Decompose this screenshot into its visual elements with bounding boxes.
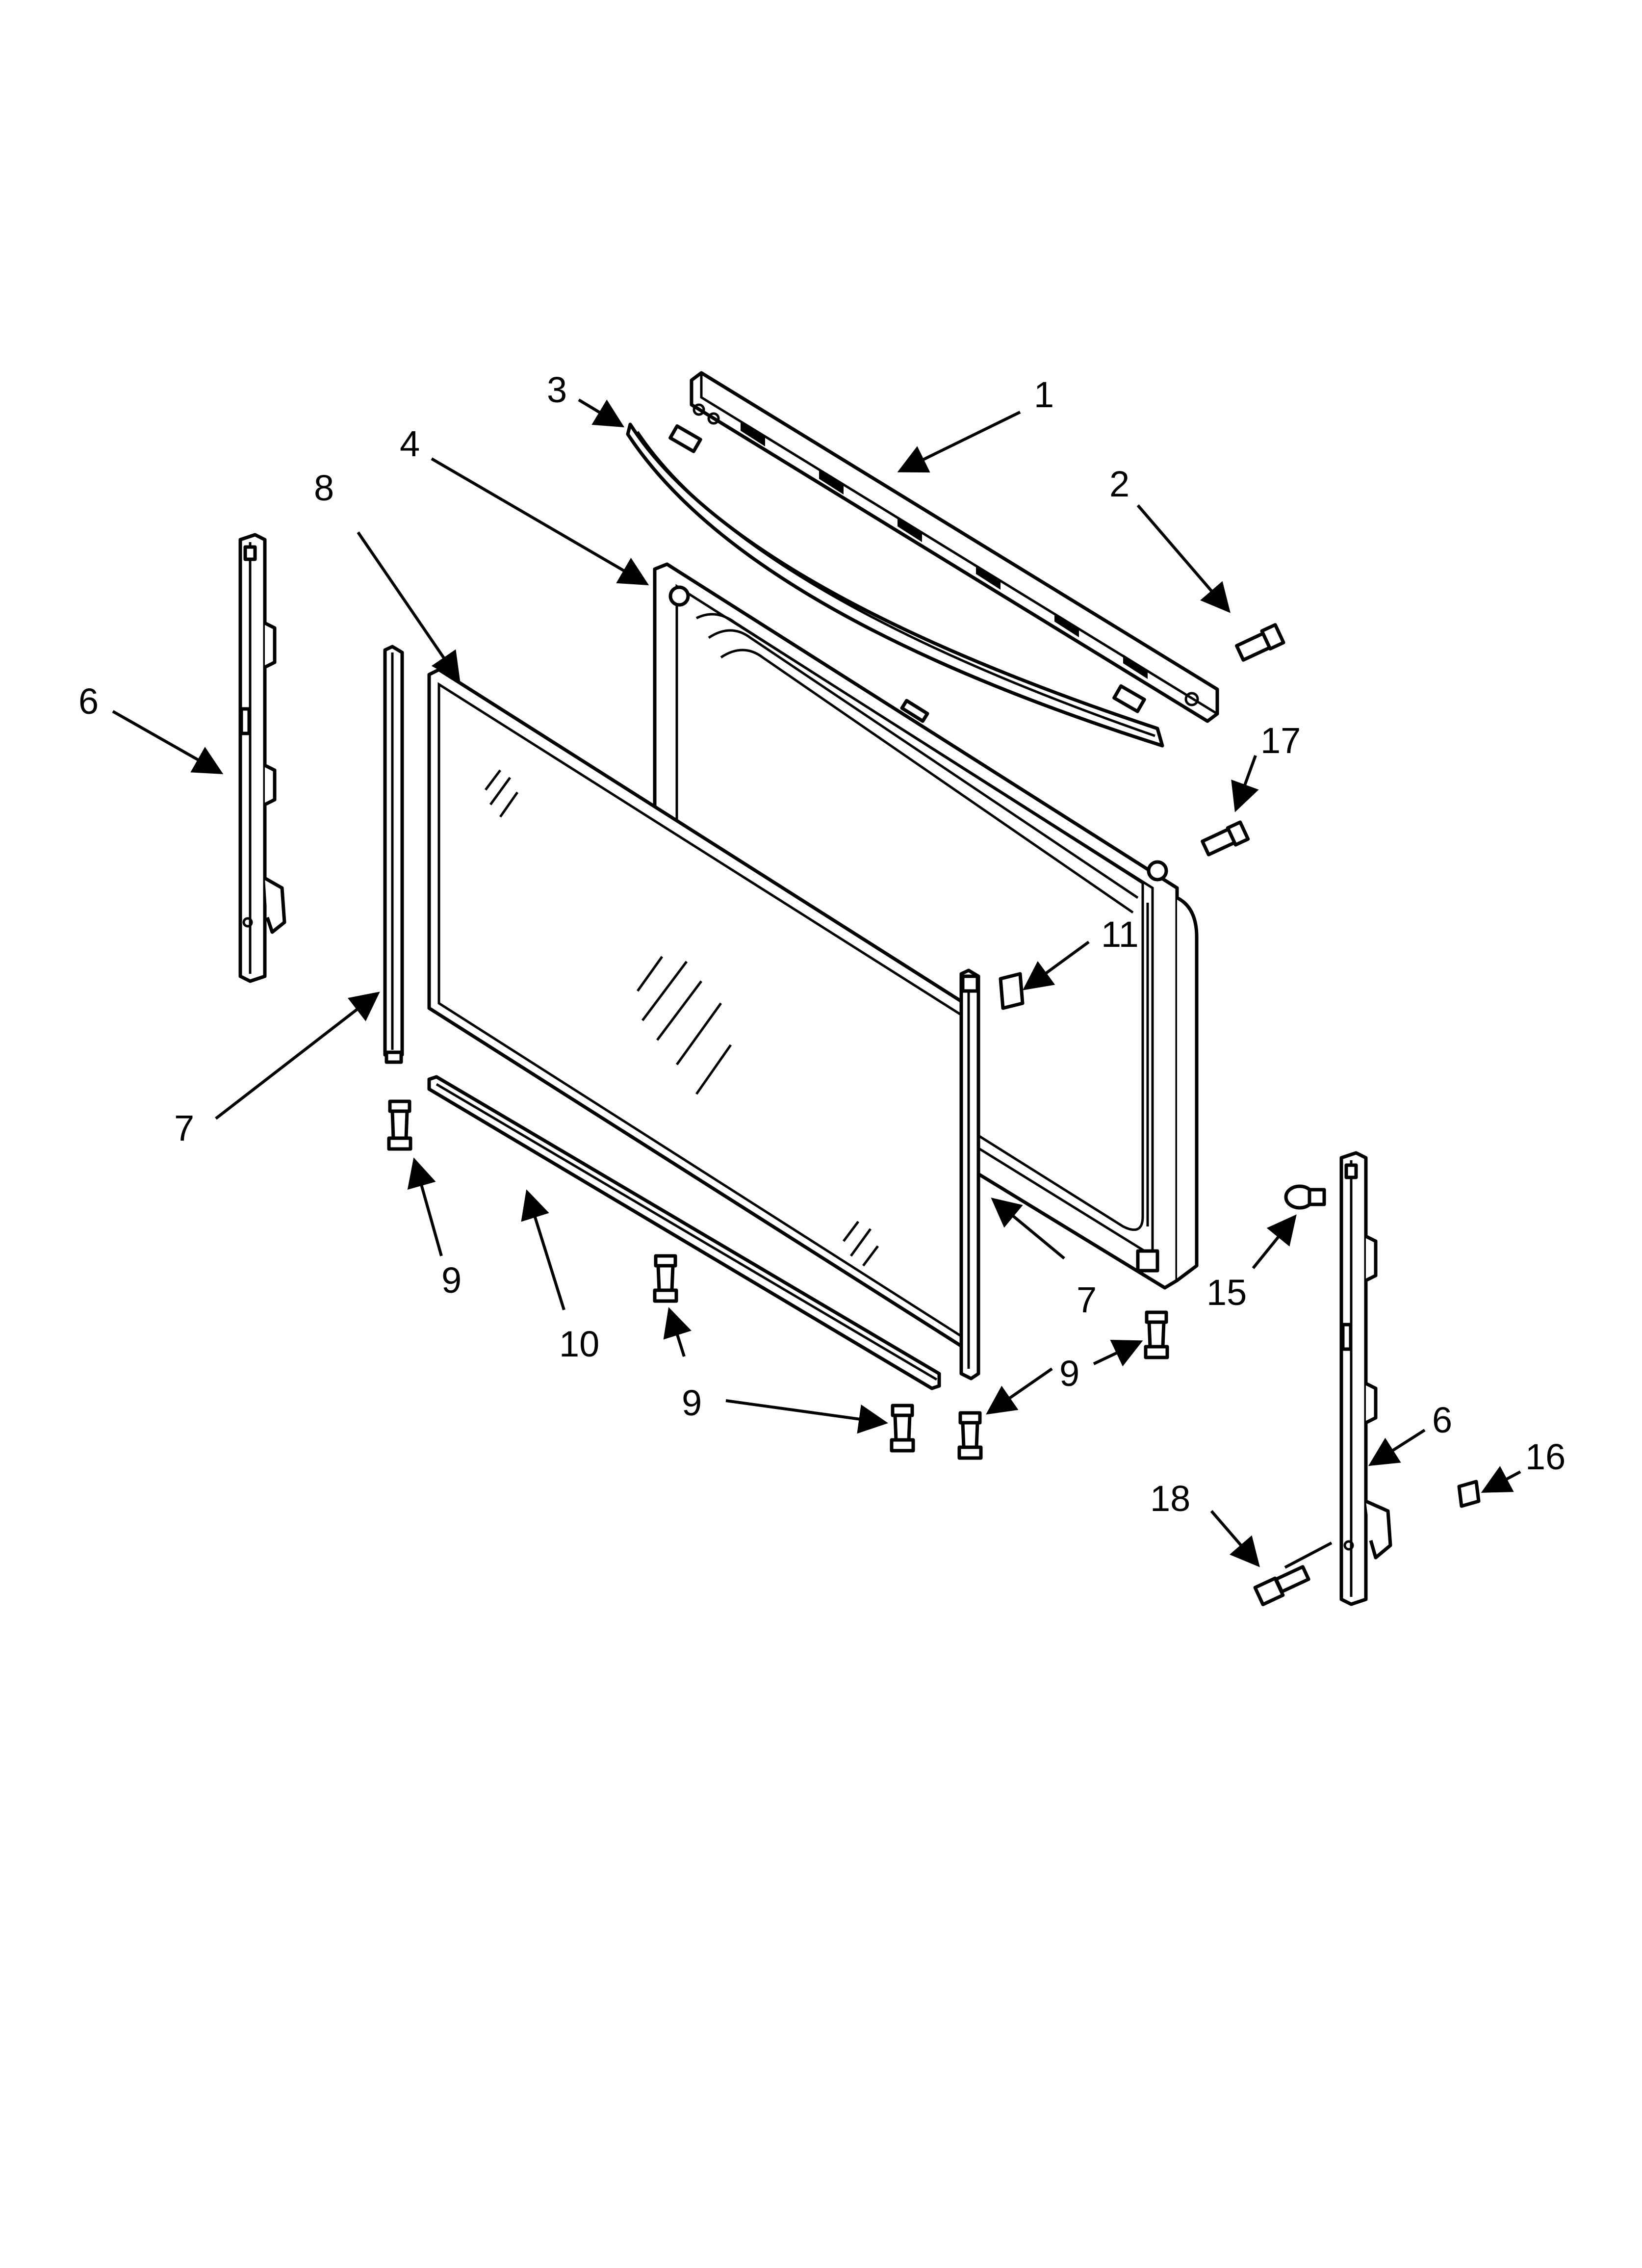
screw-part-2 — [1235, 623, 1285, 662]
clip-part-11 — [999, 972, 1025, 1010]
screw-part-9d — [957, 1411, 983, 1460]
callout-6-left: 6 — [78, 681, 99, 722]
hinge-left-part — [238, 533, 286, 983]
screw-part-17 — [1201, 820, 1250, 857]
screw-part-9e — [1144, 1310, 1169, 1359]
callout-2: 2 — [1109, 464, 1129, 504]
side-trim-left-part — [383, 645, 404, 1064]
side-trim-right-part — [959, 968, 980, 1381]
leader-lines — [112, 398, 1521, 1569]
callout-11: 11 — [1101, 914, 1139, 955]
callout-7-right: 7 — [1077, 1279, 1097, 1320]
callout-8: 8 — [314, 468, 334, 508]
vent-trim-part — [690, 371, 1219, 723]
callout-9-bottom: 9 — [682, 1382, 702, 1423]
clip-part-16 — [1457, 1480, 1481, 1508]
callout-18: 18 — [1150, 1478, 1190, 1519]
door-handle-part — [626, 422, 1164, 748]
callout-7-left: 7 — [174, 1108, 194, 1148]
callout-15: 15 — [1206, 1272, 1247, 1313]
callout-1: 1 — [1034, 374, 1054, 415]
callout-3: 3 — [547, 369, 567, 410]
callout-17: 17 — [1260, 720, 1301, 761]
callout-9-left: 9 — [441, 1260, 462, 1301]
callout-9-right: 9 — [1059, 1353, 1079, 1394]
screw-part-18 — [1253, 1565, 1310, 1607]
callout-6-right: 6 — [1432, 1400, 1452, 1440]
callout-16: 16 — [1525, 1436, 1565, 1477]
callout-4: 4 — [400, 423, 420, 464]
callout-labels: 1 2 3 4 8 6 17 11 7 9 10 7 15 9 9 6 16 1… — [78, 369, 1565, 1519]
callout-10: 10 — [559, 1324, 599, 1364]
plug-part-15 — [1284, 1184, 1326, 1210]
screw-part-9b — [653, 1254, 678, 1303]
hinge-right-part — [1339, 1151, 1392, 1606]
screw-part-9a — [387, 1099, 412, 1151]
screw-part-9c — [890, 1404, 915, 1453]
bottom-trim-part — [427, 1075, 941, 1390]
